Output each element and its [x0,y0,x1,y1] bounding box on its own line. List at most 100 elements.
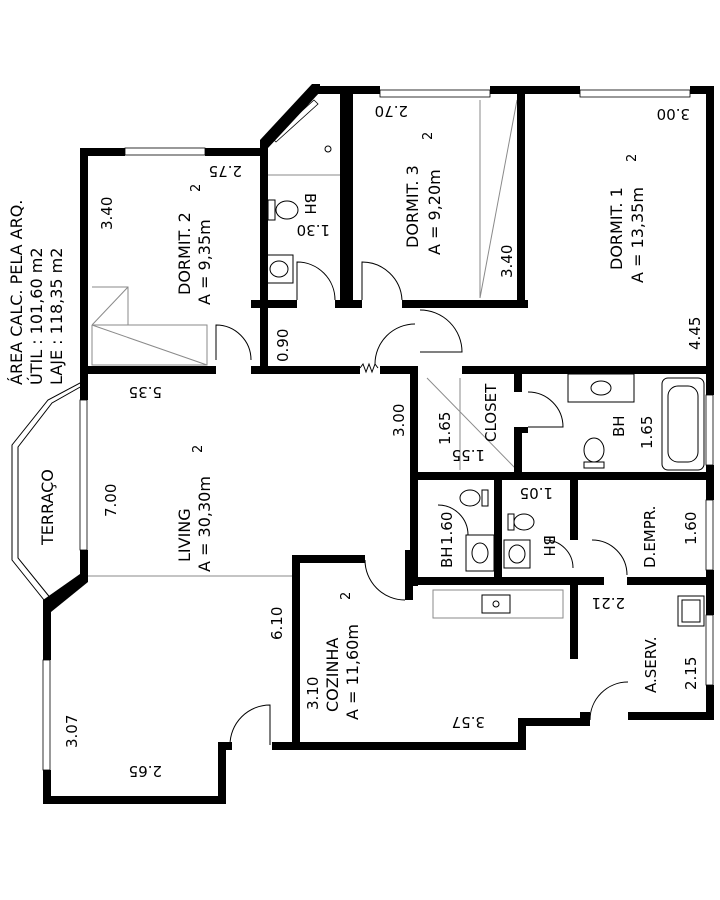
dormit3-name: DORMIT. 3 [403,165,422,248]
doors [215,261,629,746]
dim-living-w: 7.00 [102,484,120,517]
living-area: A = 30,30m [195,476,214,572]
wall-left-dormit2 [80,148,88,374]
wall-bh-top-bottom [260,300,297,308]
cozinha-name: COZINHA [323,638,342,712]
bathtub-inner [667,385,699,463]
dim-d-empr: 1.60 [682,512,700,545]
wall-bh-top-diag [260,84,320,148]
kitchen-sink-drain [492,600,500,608]
wall-closet-right-low [514,427,522,480]
door-bh-small [544,539,574,569]
dim-cozinha-w: 3.10 [304,677,322,710]
toilet-bh-suite [583,437,605,463]
dim-terraco-d: 2.65 [129,762,162,780]
door-dormit2 [215,324,252,361]
closet-label: CLOSET [482,383,500,442]
dormit3-area: A = 9,20m [425,169,444,255]
dim-living-front: 6.10 [268,607,286,640]
wall-right-4 [706,685,714,720]
bh-suite-label: BH [610,415,628,437]
wall-closet-right [514,366,522,392]
shower-bh-top [324,145,332,153]
wall-kitchen-left [292,555,300,750]
fixtures [264,145,705,627]
interior-lines [11,99,564,619]
door-dormit1 [419,309,463,353]
door-living [229,704,271,746]
bh-small-label: BH [540,535,558,557]
toilet-tank-bh-suite [583,461,605,469]
wall-kitchen-bottom [272,742,526,750]
wall-d-empr-bottom [627,577,714,585]
dim-dormit3-d: 3.40 [498,245,516,278]
dormit1-name: DORMIT. 1 [607,187,626,270]
wall-terrace-bottom-diag [43,574,88,612]
dim-closet-d: 1.55 [452,446,485,464]
wall-hall-left [260,300,268,374]
wall-bh-top-right [340,86,348,308]
dim-dormit3-w: 2.70 [375,102,408,120]
toilet-bh-center [459,489,481,507]
wall-kitchen-bottom-step [520,718,586,726]
window-dormit1 [579,89,691,98]
dim-dormit2-w: 3.40 [98,197,116,230]
window-d-empr [705,499,714,571]
wardrobe-dormit3-diag [479,99,518,299]
wall-living-top-right [380,366,415,374]
cozinha-area-sup: 2 [339,592,354,600]
window-bh-suite [705,394,714,466]
bh-center-label: BH [438,546,456,568]
dim-dormit1-w: 3.00 [657,105,690,123]
wall-right-1 [706,86,714,395]
wall-living-bottom [43,796,226,804]
wall-top-3 [690,86,714,94]
dim-bh-small: 1.05 [520,484,553,502]
sink-bowl-bh-suite [590,380,612,396]
door-d-empr [591,539,628,576]
dormit2-name: DORMIT. 2 [175,212,194,295]
area-note-line2: ÚTIL : 101,60 m2 [27,247,46,385]
dormit1-area-sup: 2 [625,154,640,162]
wardrobe-dormit2-diag1 [91,286,129,326]
dormit2-area: A = 9,35m [195,219,214,305]
toilet-tank-bh-top [267,199,276,221]
wall-a-serv-bottom [628,712,714,720]
window-a-serv [705,614,714,686]
door-bh-center [437,504,469,536]
toilet-bh-small [513,513,535,531]
dim-closet-w: 1.65 [436,412,454,445]
wall-dormit2-top-left [80,148,125,156]
wall-bh-suite-door-top [514,427,528,433]
dormit3-area-sup: 2 [421,132,436,140]
area-note-line1: ÁREA CALC. PELA ARQ. [7,200,26,385]
door-hall [374,323,416,365]
dim-bh-center: 1.60 [438,512,456,545]
living-name: LIVING [175,508,194,562]
wall-bh-center-left-low [410,480,418,505]
dim-a-serv-d: 2.15 [682,657,700,690]
dim-living-top: 5.35 [129,383,162,401]
wall-dormit1-bottom [514,366,714,374]
window-dormit3 [379,89,491,98]
d-empr-label: D.EMPR. [641,506,659,568]
dim-terraco-w: 3.07 [63,715,81,748]
wall-bh-center-mid [494,480,502,585]
area-note-line3: LAJE : 118,35 m2 [47,248,66,385]
wall-dormit1-bottom-left [462,366,514,374]
wall-dormit3-bottom [402,300,528,308]
wall-dormit2-top-right [205,148,268,156]
wall-dormit3-right [517,86,525,308]
closet-diag [426,377,518,471]
wall-living-top-left [80,366,216,374]
area-note: ÁREA CALC. PELA ARQ. ÚTIL : 101,60 m2 LA… [7,200,66,385]
wall-living-step [218,742,226,802]
wall-dormit2-right-low [251,300,268,308]
wall-right-3 [706,570,714,615]
wall-left-terrace-top [80,366,88,400]
bh-top-label: BH [301,193,319,215]
toilet-bh-top [275,200,299,220]
laundry-tank-inner [681,599,701,623]
door-closet-bh [527,391,564,428]
